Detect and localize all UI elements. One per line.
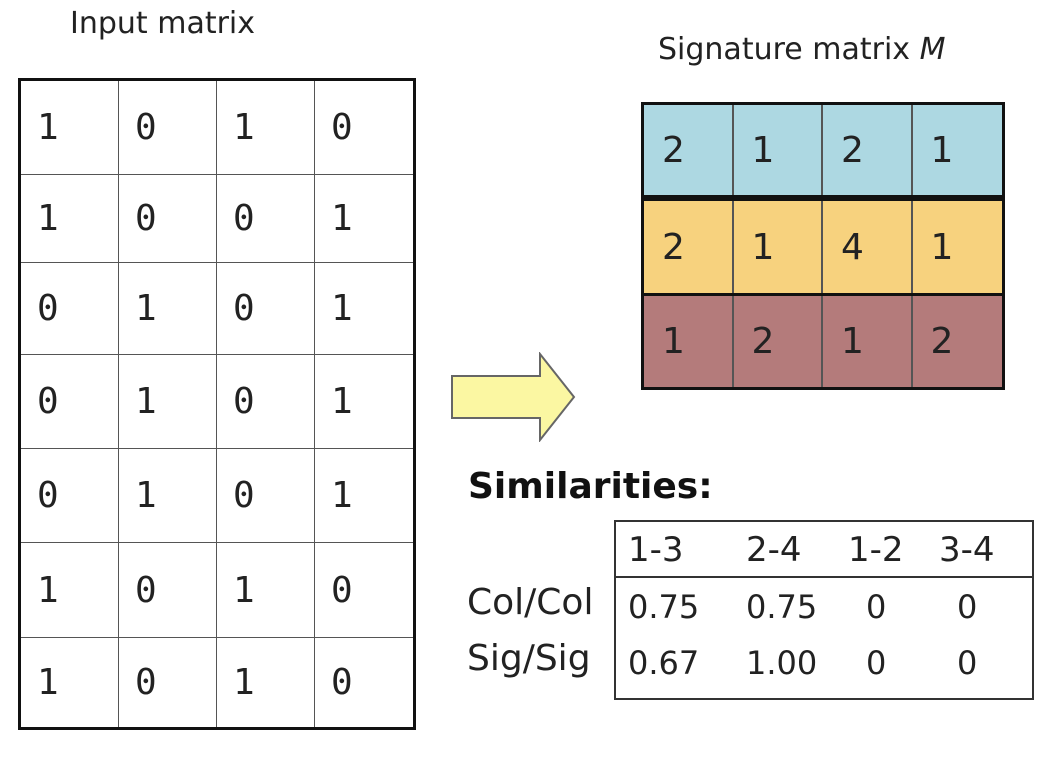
input-cell: 1 [21,81,119,175]
input-cell: 0 [21,449,119,543]
signature-cell: 1 [734,105,823,195]
similarities-column-header: 3-4 [939,530,995,570]
input-cell: 0 [315,81,413,175]
input-cell: 1 [315,263,413,355]
signature-row: 2 1 4 1 [641,198,1005,296]
input-cell: 0 [217,355,315,449]
signature-matrix: 2 1 2 1 2 1 4 1 1 2 1 2 [641,102,1005,390]
input-cell: 0 [315,543,413,638]
signature-matrix-symbol: M [919,32,946,67]
similarities-row-label: Sig/Sig [467,638,591,679]
similarity-value: 0.75 [628,588,700,626]
signature-cell: 4 [823,201,913,293]
signature-cell: 1 [823,296,913,387]
similarities-header-divider [614,576,1034,578]
input-cell: 1 [217,543,315,638]
similarities-heading: Similarities: [468,466,713,507]
input-cell: 0 [119,175,217,263]
similarity-value: 0.67 [628,644,700,682]
input-cell: 1 [21,175,119,263]
similarity-value: 1.00 [746,644,818,682]
input-cell: 1 [21,543,119,638]
signature-cell: 2 [644,105,734,195]
input-cell: 0 [119,81,217,175]
similarity-value: 0 [957,588,978,626]
input-cell: 1 [21,638,119,727]
signature-cell: 1 [930,129,954,171]
signature-cell: 1 [644,296,734,387]
signature-matrix-title: Signature matrix M [658,32,945,67]
input-cell: 0 [21,263,119,355]
input-cell: 0 [217,449,315,543]
signature-cell: 2 [823,105,913,195]
similarities-row-label: Col/Col [467,582,594,623]
similarities-table [614,520,1034,700]
input-cell: 1 [217,638,315,727]
input-matrix-title: Input matrix [70,6,256,41]
input-cell: 1 [315,175,413,263]
similarities-column-header: 2-4 [746,530,802,570]
signature-cell: 1 [930,226,954,268]
input-cell: 1 [119,355,217,449]
input-cell: 0 [217,263,315,355]
signature-cell: 1 [734,201,823,293]
signature-row: 2 1 2 1 [641,102,1005,198]
input-cell: 0 [119,638,217,727]
signature-cell: 2 [734,296,823,387]
similarity-value: 0 [957,644,978,682]
similarities-column-header: 1-3 [628,530,684,570]
input-cell: 1 [315,449,413,543]
input-cell: 0 [217,175,315,263]
similarity-value: 0 [866,588,887,626]
signature-row: 1 2 1 2 [641,293,1005,390]
input-cell: 1 [217,81,315,175]
right-arrow-shape [451,352,576,442]
similarities-column-header: 1-2 [848,530,904,570]
input-matrix: 1 0 1 0 1 0 0 1 0 1 0 1 0 1 0 1 0 1 0 1 … [18,78,416,730]
similarity-value: 0 [866,644,887,682]
signature-cell: 2 [644,201,734,293]
similarity-value: 0.75 [746,588,818,626]
input-cell: 0 [119,543,217,638]
input-cell: 1 [119,263,217,355]
input-cell: 0 [331,662,353,703]
signature-matrix-title-text: Signature matrix [658,32,920,67]
signature-cell: 2 [930,321,954,362]
input-cell: 1 [119,449,217,543]
right-arrow-icon [451,352,576,442]
input-cell: 1 [315,355,413,449]
input-cell: 0 [21,355,119,449]
